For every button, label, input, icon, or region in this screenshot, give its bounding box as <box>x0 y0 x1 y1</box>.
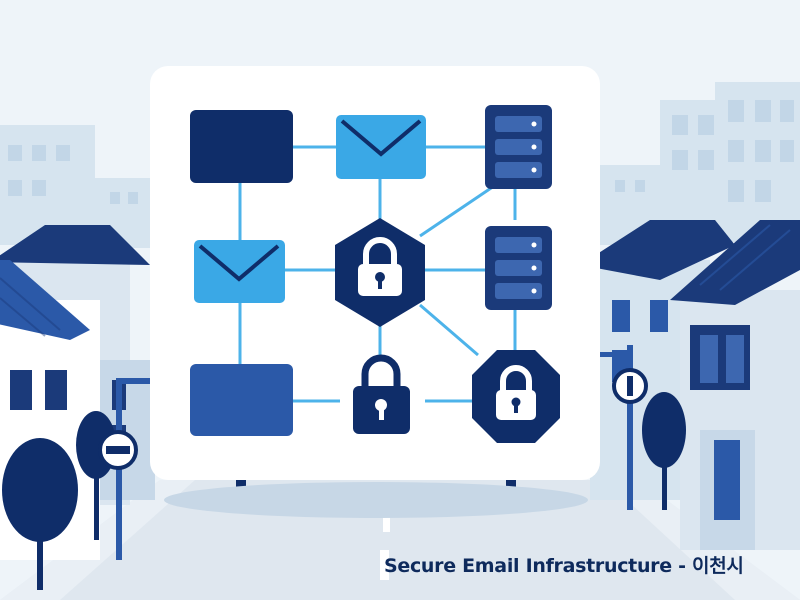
road-markings <box>380 510 390 580</box>
left-sign-pole <box>116 378 150 560</box>
folder-icon <box>190 364 293 436</box>
folder-icon <box>190 110 293 183</box>
padlock-hexagon-icon <box>335 218 425 327</box>
billboard-shadow <box>164 482 588 518</box>
server-icon <box>485 226 552 310</box>
right-houses <box>580 220 800 550</box>
envelope-icon <box>336 115 426 179</box>
envelope-icon <box>194 240 285 303</box>
left-trees <box>2 411 116 590</box>
right-tree <box>642 392 686 510</box>
info-sign-icon <box>612 368 648 404</box>
padlock-octagon-icon <box>472 350 560 443</box>
no-entry-sign-icon <box>98 430 138 470</box>
padlock-icon <box>353 354 410 434</box>
server-icon <box>485 105 552 189</box>
caption: Secure Email Infrastructure - 이천시 <box>384 555 744 577</box>
right-sign-pole <box>600 345 633 510</box>
